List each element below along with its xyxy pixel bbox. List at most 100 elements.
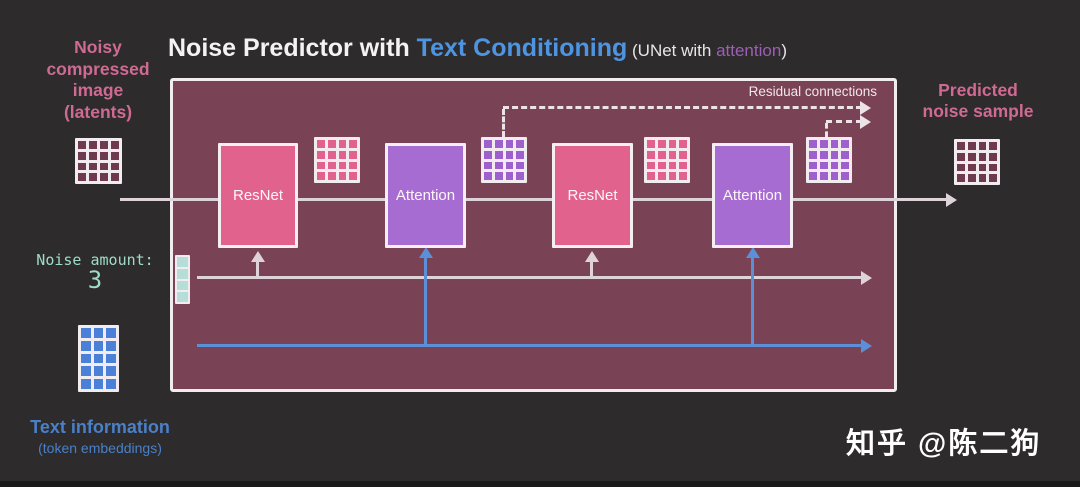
grid-cell [657,172,666,180]
grid-cell [819,140,828,148]
text-conditioning-line [197,344,863,347]
grid-cell [338,150,347,159]
grid-cell [505,161,514,170]
grid-cell [978,152,987,161]
grid-cell [78,151,86,160]
grid-cell [81,366,91,377]
grid-cell [89,162,97,171]
grid-cell [106,340,116,351]
noise-conditioning-line [197,276,863,279]
grid-cell [819,150,828,159]
noisy-latents-label: Noisy compressed image (latents) [18,37,178,124]
grid-cell [989,142,997,150]
grid-cell [327,161,336,170]
grid-cell [505,172,514,180]
bottom-edge-strip [0,481,1080,487]
grid-cell [93,379,104,389]
grid-cell [338,172,347,180]
grid-cell [957,174,965,182]
grid-cell [967,174,976,182]
grid-cell [349,140,357,148]
grid-cell [81,328,91,338]
grid-cell [327,150,336,159]
noisy-label-line4: (latents) [63,102,133,123]
grid-cell [494,140,503,148]
predicted-label-line1: Predicted [938,80,1018,100]
grid-cell [819,172,828,180]
resnet-block-1-label: ResNet [232,187,284,204]
grid-cell [349,150,357,159]
grid-cell [841,161,849,170]
noisy-label-line1: Noisy [74,37,122,57]
grid-cell [93,366,104,377]
grid-cell [338,140,347,148]
grid-cell [809,150,817,159]
latent-grid-after-resnet-1-icon [314,137,360,183]
grid-cell [830,172,839,180]
noise-conditioning-arrowhead-icon [861,270,872,285]
grid-cell [957,163,965,172]
grid-cell [317,150,325,159]
attention-1-input-arrow-line [424,258,427,345]
grid-cell [668,172,677,180]
grid-cell [647,140,655,148]
main-flow-arrowhead-icon [946,192,957,207]
grid-cell [809,161,817,170]
grid-cell [657,161,666,170]
noise-amount-label: Noise amount: [36,251,154,269]
grid-cell [327,140,336,148]
latent-grid-after-attention-1-icon [481,137,527,183]
grid-cell [78,141,86,149]
grid-cell [647,161,655,170]
text-conditioning-arrowhead-icon [861,338,872,353]
grid-cell [505,140,514,148]
grid-cell [111,151,119,160]
grid-cell [111,162,119,171]
attention-1-input-arrowhead-icon [418,247,433,258]
resnet-block-1: ResNet [218,143,298,248]
attention-block-1-label: Attention [395,187,456,204]
grid-cell [505,150,514,159]
grid-cell [957,152,965,161]
predicted-noise-grid-icon [954,139,1000,185]
title-main-text: Noise Predictor with [168,34,417,62]
grid-cell [78,162,86,171]
residual-connection-2-arrowhead-icon [860,114,871,129]
noisy-label-line3: image [72,80,124,101]
grid-cell [657,140,666,148]
grid-cell [647,150,655,159]
grid-cell [978,163,987,172]
grid-cell [93,353,104,364]
grid-cell [484,172,492,180]
noisy-label-line2: compressed [46,58,150,79]
residual-connection-1-horizontal [503,106,862,109]
latents-grid-icon [75,138,122,184]
grid-cell [978,174,987,182]
attention-2-input-arrow-line [751,258,754,345]
grid-cell [679,150,687,159]
title-attention-word: attention [716,41,782,60]
residual-connections-label: Residual connections [748,84,877,99]
grid-cell [830,140,839,148]
grid-cell [516,140,524,148]
grid-cell [177,268,188,279]
grid-cell [967,142,976,150]
predicted-label-line2: noise sample [922,101,1034,122]
grid-cell [317,172,325,180]
grid-cell [978,142,987,150]
grid-cell [106,366,116,377]
grid-cell [967,163,976,172]
grid-cell [177,280,188,291]
residual-connection-1-vertical [502,109,505,137]
resnet-block-2: ResNet [552,143,633,248]
resnet-1-input-arrowhead-icon [250,251,265,262]
grid-cell [819,161,828,170]
grid-cell [81,379,91,389]
grid-cell [809,140,817,148]
grid-cell [516,150,524,159]
grid-cell [106,353,116,364]
grid-cell [89,173,97,181]
grid-cell [647,172,655,180]
grid-cell [327,172,336,180]
grid-cell [841,150,849,159]
